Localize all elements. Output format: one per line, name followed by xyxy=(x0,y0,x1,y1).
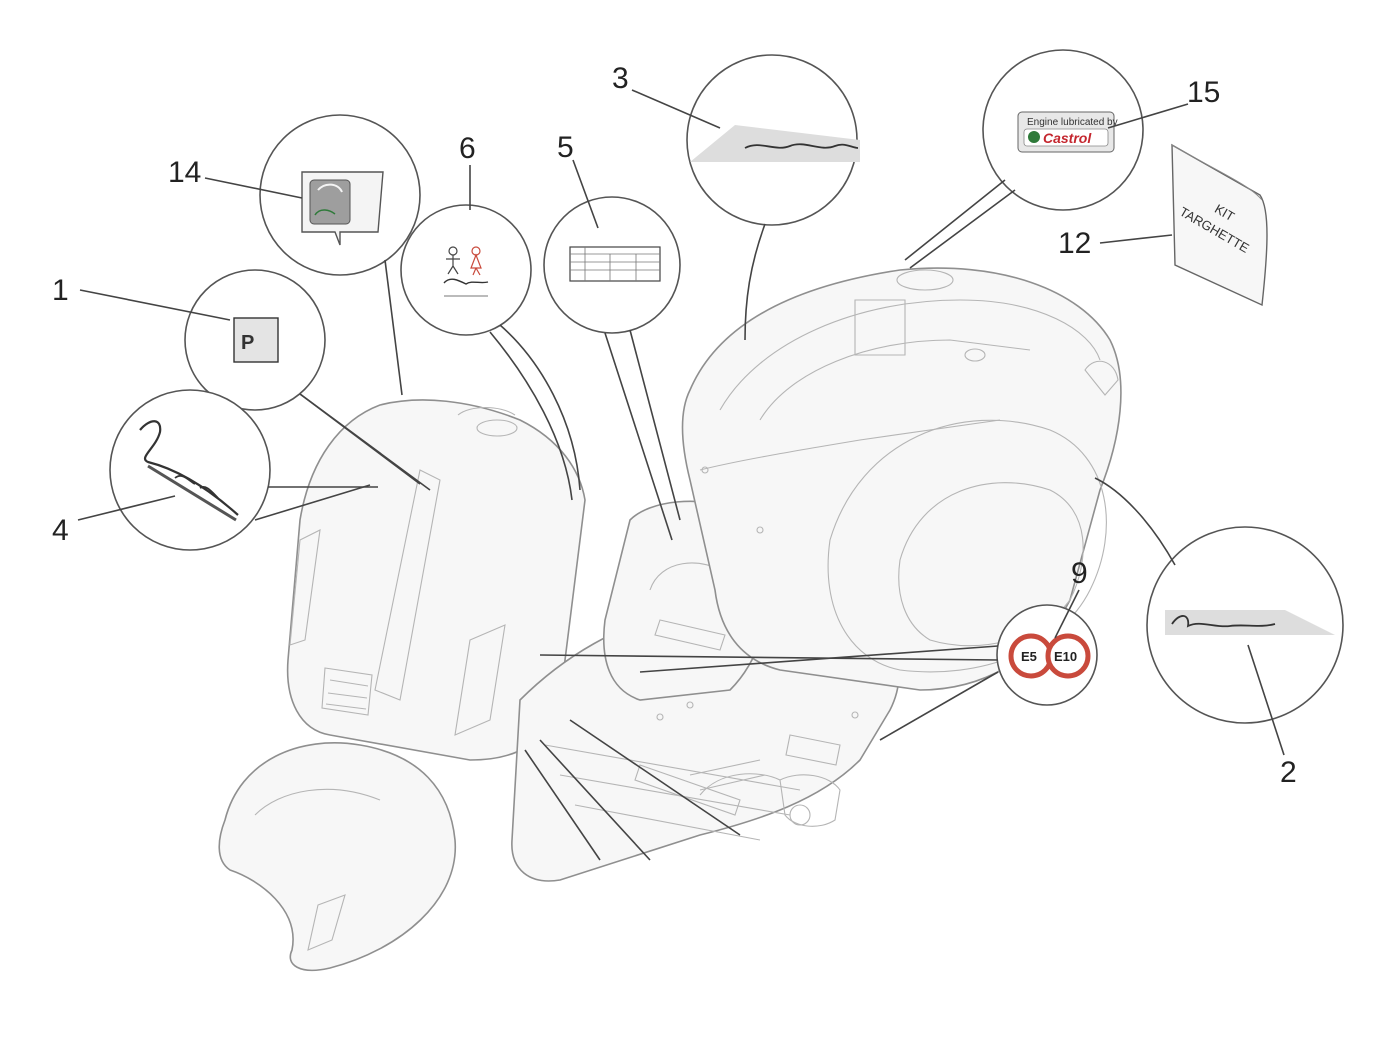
label-14: 14 xyxy=(168,156,201,189)
callout-15-castrol-sticker: Engine lubricated by Castrol xyxy=(904,49,1144,269)
callout-4-vespa-side-logo xyxy=(109,389,378,551)
label-12: 12 xyxy=(1058,227,1091,260)
callout-1-piaggio-badge: P xyxy=(184,269,431,491)
label-1: 1 xyxy=(52,274,69,307)
label-3: 3 xyxy=(612,62,629,95)
castrol-sticker-top-text: Engine lubricated by xyxy=(1027,117,1118,128)
label-6: 6 xyxy=(459,132,476,165)
label-4: 4 xyxy=(52,514,69,547)
fuel-e10-text: E10 xyxy=(1054,649,1077,664)
label-15: 15 xyxy=(1187,76,1220,109)
callout-3-primavera-logo xyxy=(686,54,860,341)
label-5: 5 xyxy=(557,131,574,164)
callout-6-child-warning-sticker xyxy=(400,204,581,501)
callout-5-tyre-pressure-label xyxy=(543,196,681,541)
label-2: 2 xyxy=(1280,756,1297,789)
svg-text:P: P xyxy=(241,332,254,354)
callout-14-anniversary-badge xyxy=(259,114,421,396)
fuel-e5-text: E5 xyxy=(1021,649,1037,664)
callout-9-fuel-compatibility-sticker: E5 E10 xyxy=(539,604,1098,741)
item-12-sticker-kit-envelope: KIT TARGHETTE xyxy=(1171,143,1268,307)
scooter-line-drawing xyxy=(218,267,1122,972)
callout-2-vespa-rear-logo xyxy=(1094,477,1344,724)
castrol-logo-icon xyxy=(1028,131,1040,143)
label-9: 9 xyxy=(1071,557,1088,590)
castrol-sticker-brand: Castrol xyxy=(1043,130,1092,146)
